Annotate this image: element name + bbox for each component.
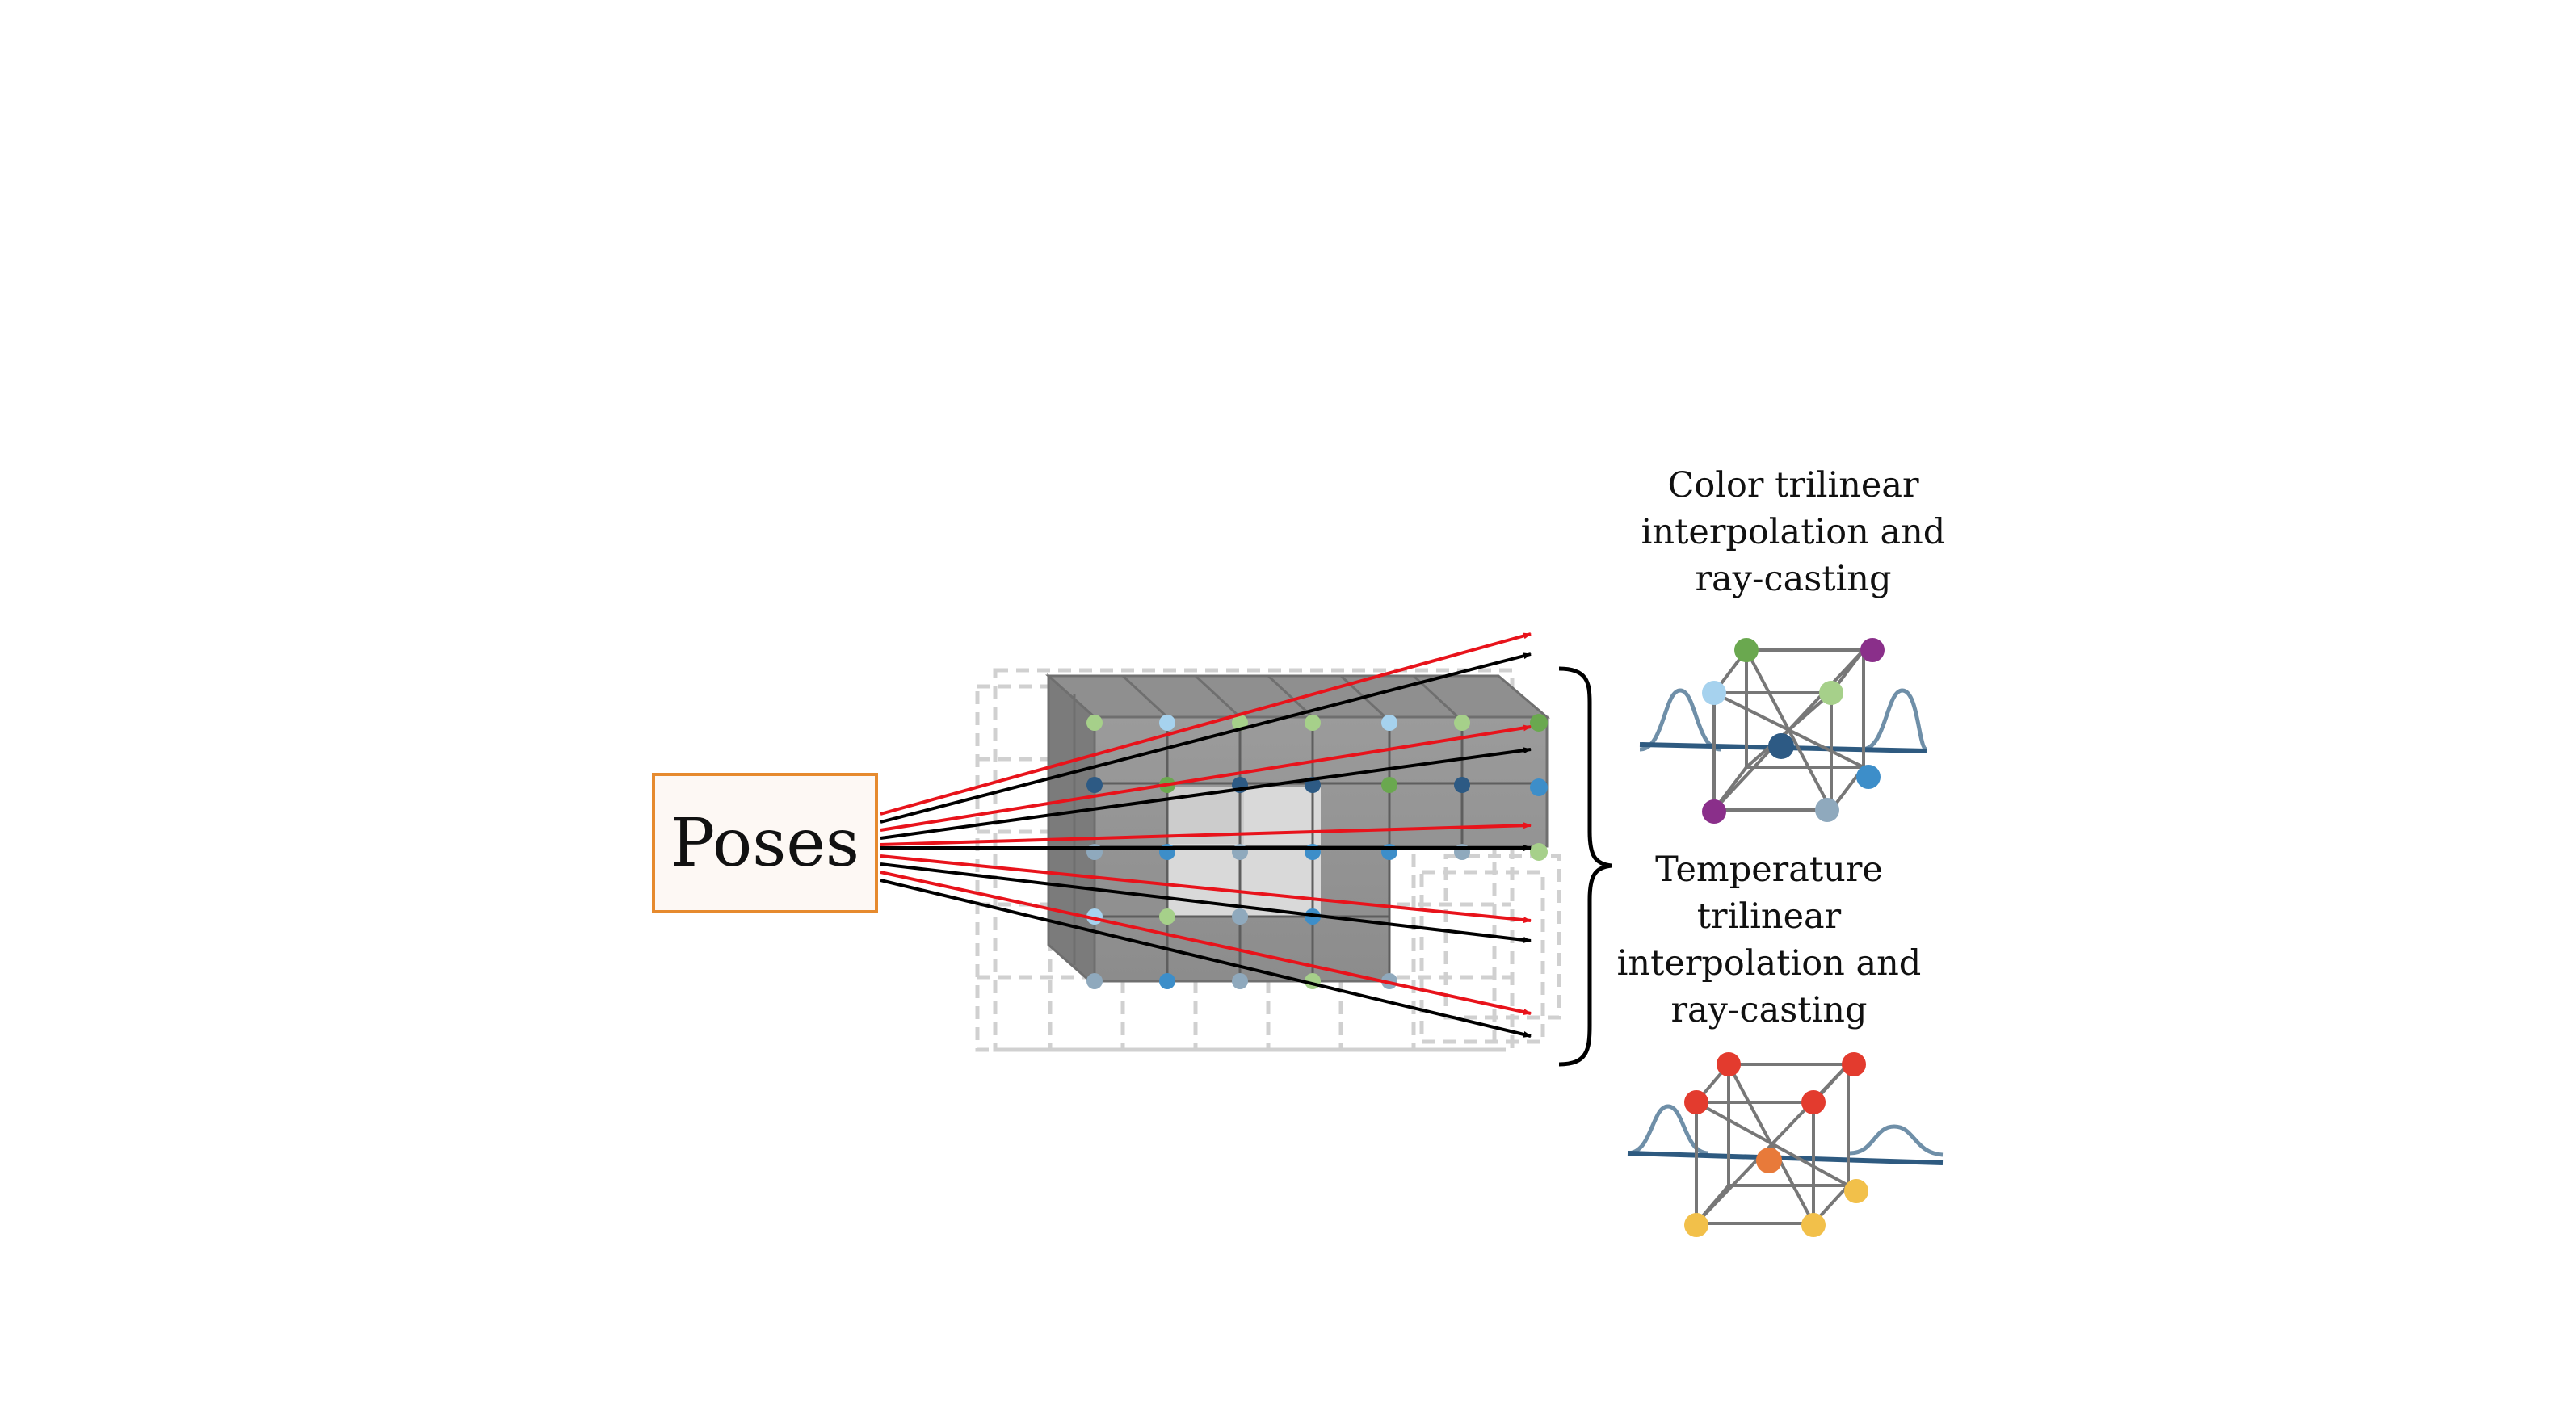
color-interpolation-caption: Color trilinear interpolation and ray-ca… <box>1641 465 1946 599</box>
temperature-interpolation-caption: Temperature trilinear interpolation and … <box>1616 850 1922 1030</box>
poses-input-box: Poses <box>652 773 878 913</box>
curly-brace-icon <box>1558 666 1612 1067</box>
ray-arrow-icon <box>880 632 1532 1038</box>
trilinear-cube-icon <box>1639 638 1928 824</box>
trilinear-cube-icon <box>1627 1052 1944 1237</box>
poses-label: Poses <box>670 804 859 882</box>
